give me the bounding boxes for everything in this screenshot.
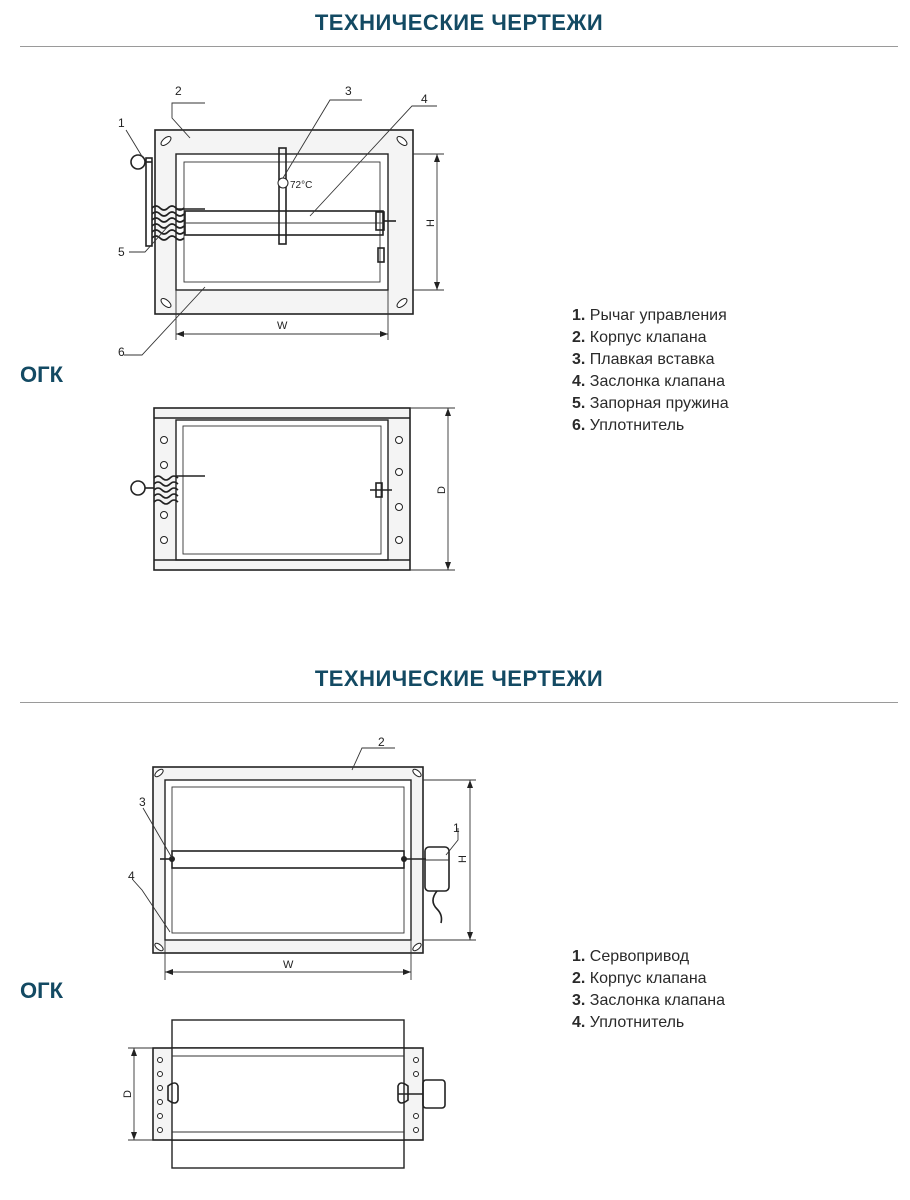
callout-2: 2 [175,84,182,98]
top-view-drawing: D [130,407,455,571]
callout-2: 2 [378,735,385,749]
fusible-link [278,147,287,245]
callout-4: 4 [128,869,135,883]
section-title: ТЕХНИЧЕСКИЕ ЧЕРТЕЖИ [314,10,604,35]
legend-item: 2. Корпус клапана [572,970,707,987]
callout-3: 3 [345,84,352,98]
depth-dimension-label: D [122,1090,134,1098]
callout-1: 1 [118,116,125,130]
title-divider [20,702,898,703]
valve-opening [175,153,389,291]
valve-opening [164,779,412,941]
temperature-label: 72°C [290,180,312,191]
callout-5: 5 [118,245,125,259]
section-title: ТЕХНИЧЕСКИЕ ЧЕРТЕЖИ [314,666,604,691]
parts-legend: 1. Сервопривод 2. Корпус клапана 3. Засл… [572,946,725,1034]
callout-1: 1 [453,821,460,835]
callout-4: 4 [421,92,428,106]
height-dimension-label: H [457,855,469,863]
top-view-drawing: D [122,1019,446,1169]
callout-3: 3 [139,795,146,809]
drawing-section-manual: ТЕХНИЧЕСКИЕ ЧЕРТЕЖИ ОГК 72°C 1 [20,10,898,571]
legend-item: 4. Уплотнитель [572,1014,685,1031]
height-dimension-label: H [425,219,437,227]
front-view-drawing: 72°C 1 2 3 4 5 6 H W [118,84,455,571]
legend-item: 4. Заслонка клапана [572,373,726,390]
legend-item: 3. Плавкая вставка [572,351,715,368]
depth-dimension-label: D [436,486,448,494]
front-view-drawing: 2 1 3 4 H W [122,735,476,1169]
legend-item: 2. Корпус клапана [572,329,707,346]
servo-actuator [424,846,450,892]
model-label: ОГК [20,978,64,1003]
legend-item: 5. Запорная пружина [572,395,729,412]
legend-item: 6. Уплотнитель [572,417,685,434]
legend-item: 3. Заслонка клапана [572,992,726,1009]
callout-6: 6 [118,345,125,359]
model-label: ОГК [20,362,64,387]
parts-legend: 1. Рычаг управления 2. Корпус клапана 3.… [572,305,729,437]
title-divider [20,46,898,47]
width-dimension-label: W [283,959,294,971]
drawing-section-actuator: ТЕХНИЧЕСКИЕ ЧЕРТЕЖИ ОГК 2 1 3 4 [0,650,910,1200]
lever-bracket [145,157,153,247]
width-dimension-label: W [277,320,288,332]
legend-item: 1. Рычаг управления [572,307,727,324]
legend-item: 1. Сервопривод [572,948,690,965]
